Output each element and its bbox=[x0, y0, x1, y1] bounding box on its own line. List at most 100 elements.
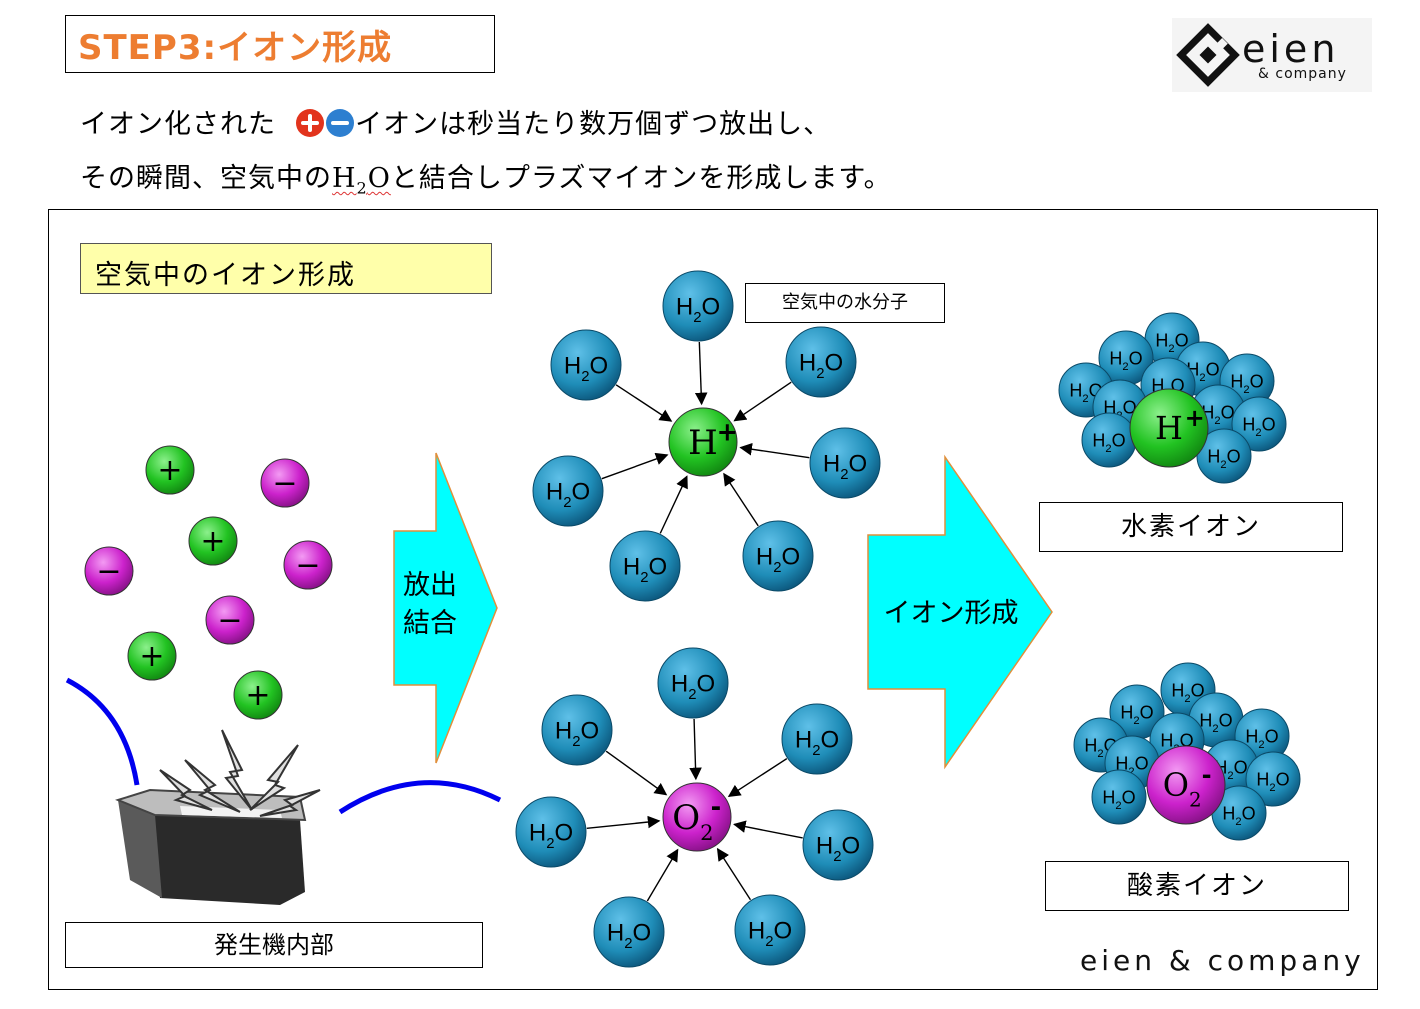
h2o-label: H2O bbox=[1102, 787, 1135, 811]
h-group-water-molecule: H2O bbox=[809, 427, 881, 499]
oxygen-ion-label: 酸素イオン bbox=[1045, 861, 1349, 911]
bond-arrow bbox=[739, 442, 810, 459]
cluster-water-molecule: H2O bbox=[1091, 769, 1147, 825]
h-group-water-molecule: H2O bbox=[785, 326, 857, 398]
arrow-release bbox=[393, 452, 498, 764]
negative-ion-particle: − bbox=[283, 540, 333, 590]
hydrogen-ion: H+ bbox=[668, 407, 738, 477]
svg-text:−: − bbox=[96, 554, 121, 589]
bond-arrow bbox=[716, 847, 752, 901]
hydrogen-ion-label: 水素イオン bbox=[1039, 502, 1343, 552]
svg-text:+: + bbox=[200, 524, 225, 559]
svg-text:H: H bbox=[688, 423, 718, 463]
cluster-water-molecule: H2O bbox=[1196, 428, 1252, 484]
h2o-label: H2O bbox=[1230, 371, 1263, 395]
bond-arrow bbox=[723, 472, 759, 527]
oxygen-ion: O2- bbox=[662, 782, 732, 852]
h2o-label: H2O bbox=[546, 479, 590, 511]
h2o-label: H2O bbox=[756, 544, 800, 576]
desc1-after: イオンは秒当たり数万個ずつ放出し、 bbox=[355, 109, 832, 140]
h2o-label: H2O bbox=[1092, 430, 1125, 454]
logo-brand: eien bbox=[1242, 27, 1339, 71]
h2o-label: H2O bbox=[748, 918, 792, 950]
h2o-label: H2O bbox=[1256, 769, 1289, 793]
h-group-water-molecule: H2O bbox=[532, 455, 604, 527]
cluster-water-molecule: H2O bbox=[1109, 684, 1165, 740]
charge-sign: - bbox=[711, 792, 722, 822]
hydrogen-ion-cluster: H2OH2OH2OH2OH2OH2OH2OH2OH2OH2OH2OH+ bbox=[1058, 312, 1287, 484]
oxygen-ion-center: O2- bbox=[1146, 745, 1226, 825]
desc1-before: イオン化された bbox=[80, 109, 276, 140]
charge-sign: - bbox=[1202, 761, 1212, 789]
footer-brand: eien & company bbox=[1080, 944, 1365, 977]
h2o-label: H2O bbox=[823, 451, 867, 483]
h2o-label: H2O bbox=[1115, 753, 1148, 777]
h2o-label: H2O bbox=[555, 718, 599, 750]
o-group-water-molecule: H2O bbox=[734, 894, 806, 966]
o-group-water-molecule: H2O bbox=[781, 703, 853, 775]
bond-arrow bbox=[733, 381, 792, 422]
bond-arrow bbox=[601, 452, 669, 480]
logo-sub: & company bbox=[1258, 66, 1347, 82]
o-group-water-molecule: H2O bbox=[515, 796, 587, 868]
panel-title: 空気中のイオン形成 bbox=[80, 243, 492, 294]
h-group-water-molecule: H2O bbox=[609, 530, 681, 602]
cluster-water-molecule: H2O bbox=[1081, 412, 1137, 468]
title-box: STEP3:イオン形成 bbox=[65, 15, 495, 73]
description-line-1: イオン化された イオンは秒当たり数万個ずつ放出し、 bbox=[80, 102, 831, 141]
h2o-label: H2O bbox=[795, 727, 839, 759]
h2o-label: H2O bbox=[623, 554, 667, 586]
description-line-2: その瞬間、空気中のH2Oと結合しプラズマイオンを形成します。 bbox=[80, 156, 892, 197]
bond-arrow bbox=[659, 475, 688, 534]
svg-text:−: − bbox=[272, 466, 297, 501]
positive-ion-particle: + bbox=[233, 670, 283, 720]
h2o-label: H2O bbox=[607, 920, 651, 952]
svg-text:O2: O2 bbox=[672, 798, 713, 845]
cluster-water-molecule: H2O bbox=[1245, 751, 1301, 807]
bond-arrow bbox=[615, 384, 673, 422]
h2o-label: H2O bbox=[1120, 702, 1153, 726]
o-group-water-molecule: H2O bbox=[541, 694, 613, 766]
minus-ion-icon bbox=[326, 109, 355, 137]
svg-text:−: − bbox=[295, 548, 320, 583]
h2o-label: H2O bbox=[1109, 348, 1142, 372]
h2o-label: H2O bbox=[1155, 330, 1188, 354]
plus-ion-icon bbox=[296, 109, 325, 137]
svg-text:+: + bbox=[245, 678, 270, 713]
arrow-ion-formation bbox=[867, 454, 1053, 770]
svg-text:+: + bbox=[139, 639, 164, 674]
blue-arc-left bbox=[65, 677, 140, 786]
cluster-water-molecule: H2O bbox=[1098, 330, 1154, 386]
svg-text:−: − bbox=[217, 603, 242, 638]
h2o-label: H2O bbox=[1199, 710, 1232, 734]
charge-sign: + bbox=[1185, 404, 1205, 432]
o-group-water-molecule: H2O bbox=[802, 809, 874, 881]
page-title: STEP3:イオン形成 bbox=[78, 28, 393, 68]
charge-sign: + bbox=[717, 417, 738, 447]
oxygen-ion-cluster: H2OH2OH2OH2OH2OH2OH2OH2OH2OH2OH2OO2- bbox=[1073, 662, 1301, 841]
o-group-water-molecule: H2O bbox=[593, 896, 665, 968]
generator-label: 発生機内部 bbox=[65, 922, 483, 968]
h2o-label: H2O bbox=[1207, 446, 1240, 470]
bond-arrow bbox=[586, 815, 661, 830]
negative-ion-particle: − bbox=[205, 595, 255, 645]
company-logo: eien & company bbox=[1172, 18, 1372, 92]
desc2-after: と結合しプラズマイオンを形成します。 bbox=[390, 163, 892, 194]
h-group-water-molecule: H2O bbox=[662, 270, 734, 342]
arrow-release-line1: 放出 bbox=[403, 570, 457, 601]
blue-arc-right bbox=[338, 780, 502, 815]
svg-text:H: H bbox=[1155, 409, 1183, 447]
h2o-label: H2O bbox=[1242, 414, 1275, 438]
bond-arrow bbox=[646, 848, 679, 902]
negative-ion-particle: − bbox=[260, 458, 310, 508]
h-group-water-molecule: H2O bbox=[550, 329, 622, 401]
h2o-inline: H2O bbox=[332, 163, 391, 198]
h2o-label: H2O bbox=[799, 350, 843, 382]
svg-text:+: + bbox=[157, 453, 182, 488]
o-group-water-molecule: H2O bbox=[657, 647, 729, 719]
bond-arrow bbox=[727, 758, 788, 797]
desc2-before: その瞬間、空気中の bbox=[80, 163, 332, 194]
h2o-label: H2O bbox=[676, 294, 720, 326]
positive-ion-particle: + bbox=[127, 631, 177, 681]
